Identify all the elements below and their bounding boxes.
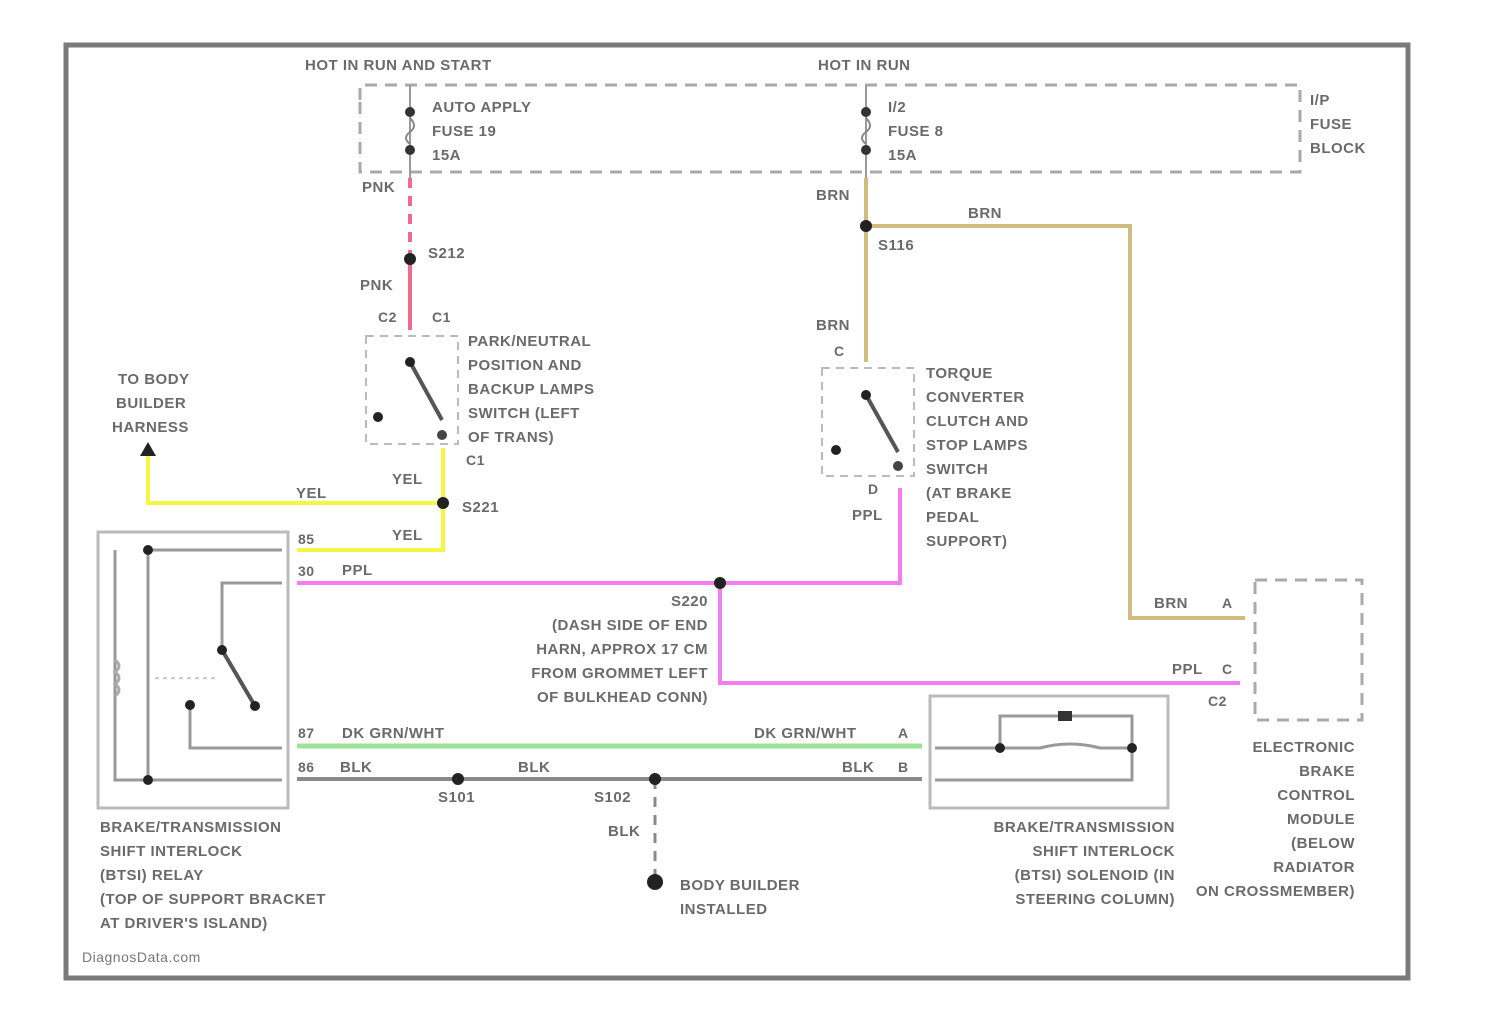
wire-label-ppl-2: PPL	[852, 507, 883, 524]
pin-c2: C2	[378, 309, 397, 325]
splice-label-s102: S102	[594, 789, 631, 806]
splice-label-s101: S101	[438, 789, 475, 806]
wire-label-yel-2: YEL	[392, 471, 423, 488]
wire-label-ppl-3: PPL	[1172, 661, 1203, 678]
pin-d-tcc: D	[868, 481, 879, 497]
wire-label-pnk-2: PNK	[360, 277, 393, 294]
pin-87: 87	[298, 725, 315, 741]
splice-label-s212: S212	[428, 245, 465, 262]
wire-label-dkgrn-2: DK GRN/WHT	[754, 725, 857, 742]
wire-label-brn-4: BRN	[1154, 595, 1188, 612]
wire-label-blk-2: BLK	[518, 759, 550, 776]
pin-b-sol: B	[898, 759, 909, 775]
pin-c1-a: C1	[432, 309, 451, 325]
wire-label-dkgrn-1: DK GRN/WHT	[342, 725, 445, 742]
wire-label-brn-1: BRN	[816, 187, 850, 204]
splice-s221	[437, 497, 449, 509]
splice-s101	[452, 773, 464, 785]
pin-c1-b: C1	[466, 452, 485, 468]
hot-run-label: HOT IN RUN	[818, 57, 911, 74]
splice-s212	[404, 253, 416, 265]
splice-label-s221: S221	[462, 499, 499, 516]
pin-c2-ecbm: C2	[1208, 693, 1227, 709]
pin-86: 86	[298, 759, 315, 775]
splice-s116	[860, 220, 872, 232]
pin-a-ecbm: A	[1222, 595, 1233, 611]
splice-s102	[649, 773, 661, 785]
wire-label-blk-3: BLK	[842, 759, 874, 776]
hot-run-start-label: HOT IN RUN AND START	[305, 57, 492, 74]
wire-label-yel-1: YEL	[296, 485, 327, 502]
pin-85: 85	[298, 531, 315, 547]
wire-label-ppl-1: PPL	[342, 562, 373, 579]
wire-label-pnk-1: PNK	[362, 179, 395, 196]
pin-30: 30	[298, 563, 315, 579]
pin-c-ecbm: C	[1222, 661, 1233, 677]
wire-label-blk-4: BLK	[608, 823, 640, 840]
wire-label-brn-2: BRN	[968, 205, 1002, 222]
ground-point	[647, 874, 663, 890]
diagram-frame	[66, 45, 1408, 978]
pin-a-sol: A	[898, 725, 909, 741]
splice-s220	[714, 577, 726, 589]
wire-label-blk-1: BLK	[340, 759, 372, 776]
watermark: DiagnosData.com	[82, 949, 201, 965]
wire-label-brn-3: BRN	[816, 317, 850, 334]
wire-label-yel-3: YEL	[392, 527, 423, 544]
splice-label-s116: S116	[878, 237, 914, 254]
pin-c-tcc: C	[834, 343, 845, 359]
